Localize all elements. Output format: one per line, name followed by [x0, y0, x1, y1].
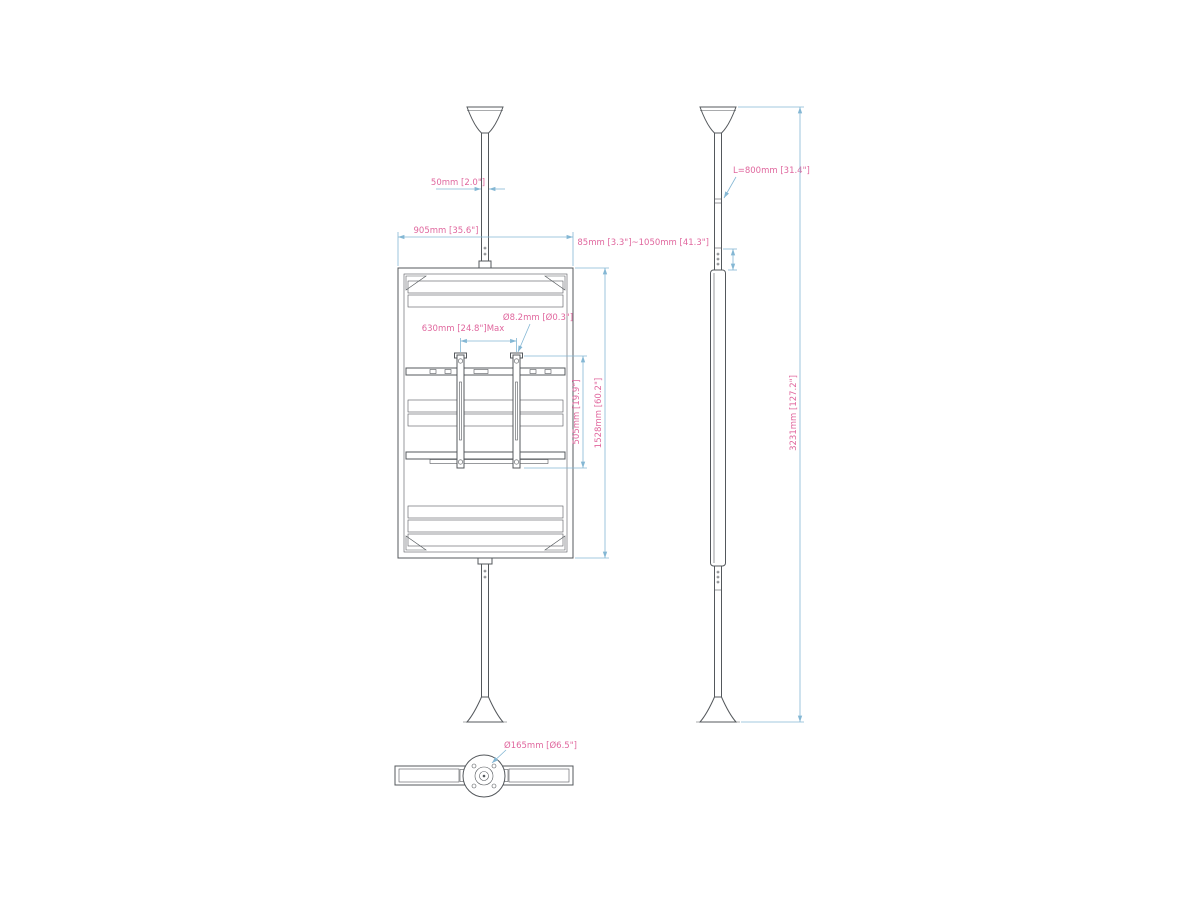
dim-label-adjust-range: 85mm [3.3"]~1050mm [41.3"]: [577, 238, 709, 248]
front-vents-top: [407, 280, 564, 308]
bottom-pole-hub: [462, 754, 506, 798]
bottom-view: Ø165mm [Ø6.5"]: [394, 740, 577, 798]
front-dim-panel-width: 905mm [35.6"]: [397, 226, 574, 266]
side-dim-total-height: 3231mm [127.2"]: [738, 106, 804, 723]
front-dim-bracket-height: 505mm [19.9"]: [524, 355, 587, 469]
dim-label-total-height: 3231mm [127.2"]: [789, 375, 799, 451]
dim-label-hole-diameter: Ø8.2mm [Ø0.3"]: [503, 312, 573, 323]
dim-label-plate-diameter: Ø165mm [Ø6.5"]: [504, 740, 577, 751]
front-view: 50mm [2.0"] 905mm [35.6"] 630mm [24.8"]M…: [397, 106, 609, 723]
front-dim-panel-height: 1528mm [60.2"]: [575, 267, 609, 559]
front-dim-hole-diameter: Ø8.2mm [Ø0.3"]: [503, 312, 573, 353]
bottom-dim-plate-diameter: Ø165mm [Ø6.5"]: [491, 740, 577, 764]
dim-label-bracket-spacing: 630mm [24.8"]Max: [422, 324, 505, 334]
front-vents-bottom: [407, 505, 564, 547]
dim-label-panel-width: 905mm [35.6"]: [414, 226, 479, 236]
front-dim-pole-width: 50mm [2.0"]: [431, 178, 505, 192]
front-mount-brackets: [405, 352, 566, 469]
front-vents-middle: [407, 399, 564, 427]
side-panel-profile: [710, 269, 726, 567]
front-floor-pole: [463, 557, 507, 723]
front-dim-bracket-spacing: 630mm [24.8"]Max: [422, 324, 517, 352]
side-view: L=800mm [31.4"] 85mm [3.3"]~1050mm [41.3…: [577, 106, 810, 723]
side-dim-adjust-range: 85mm [3.3"]~1050mm [41.3"]: [577, 238, 737, 271]
side-dim-upper-pole: L=800mm [31.4"]: [723, 166, 810, 199]
dim-label-bracket-height: 505mm [19.9"]: [572, 380, 582, 445]
dim-label-pole-width: 50mm [2.0"]: [431, 178, 485, 188]
front-panel-outline: [397, 267, 574, 559]
dim-label-panel-height: 1528mm [60.2"]: [594, 378, 604, 448]
dim-label-upper-pole: L=800mm [31.4"]: [733, 166, 810, 176]
